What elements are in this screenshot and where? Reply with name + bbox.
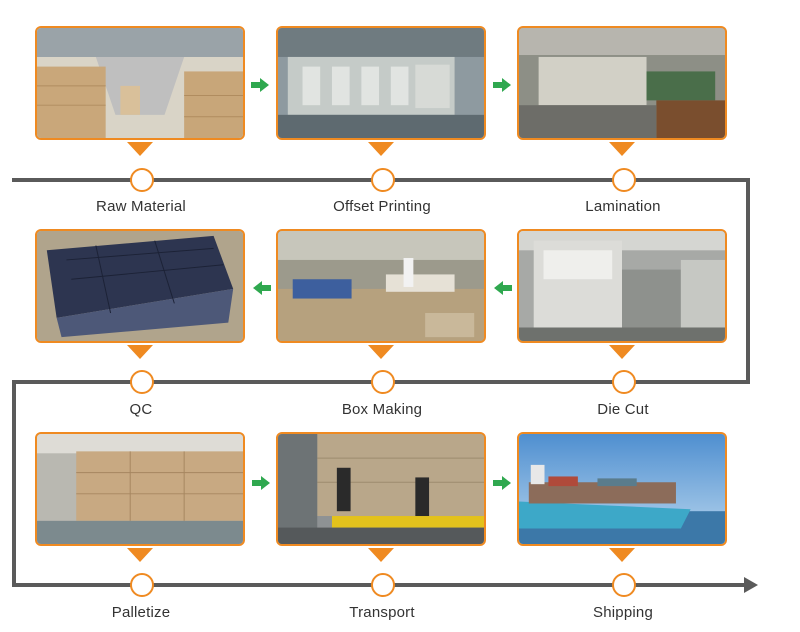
photo-palletize <box>35 432 245 546</box>
label-transport: Transport <box>349 604 415 621</box>
photo-lamination <box>517 26 727 140</box>
green-arrow-right-icon <box>251 78 269 92</box>
label-palletize: Palletize <box>111 604 171 621</box>
label-box-making: Box Making <box>341 401 423 418</box>
green-arrow-right-icon <box>252 476 270 490</box>
node-raw-material <box>130 168 154 192</box>
green-arrow-left-icon <box>253 281 271 295</box>
node-die-cut <box>612 370 636 394</box>
node-lamination <box>612 168 636 192</box>
photo-die-cut <box>517 229 727 343</box>
photo-qc <box>35 229 245 343</box>
label-die-cut: Die Cut <box>597 401 649 418</box>
pointer-palletize <box>127 548 153 562</box>
pointer-qc <box>127 345 153 359</box>
photo-box-making <box>276 229 486 343</box>
photo-transport <box>276 432 486 546</box>
label-lamination: Lamination <box>585 198 661 215</box>
pointer-lamination <box>609 142 635 156</box>
node-shipping <box>612 573 636 597</box>
pointer-transport <box>368 548 394 562</box>
label-qc: QC <box>129 401 153 418</box>
pointer-raw-material <box>127 142 153 156</box>
label-raw-material: Raw Material <box>96 198 186 215</box>
node-offset-printing <box>371 168 395 192</box>
node-box-making <box>371 370 395 394</box>
photo-shipping <box>517 432 727 546</box>
green-arrow-right-icon <box>493 476 511 490</box>
photo-offset-printing <box>276 26 486 140</box>
pointer-box-making <box>368 345 394 359</box>
node-transport <box>371 573 395 597</box>
node-palletize <box>130 573 154 597</box>
label-offset-printing: Offset Printing <box>333 198 431 215</box>
pointer-shipping <box>609 548 635 562</box>
node-qc <box>130 370 154 394</box>
photo-raw-material <box>35 26 245 140</box>
green-arrow-right-icon <box>493 78 511 92</box>
pointer-die-cut <box>609 345 635 359</box>
end-arrowhead-icon <box>744 577 758 593</box>
label-shipping: Shipping <box>593 604 653 621</box>
green-arrow-left-icon <box>494 281 512 295</box>
pointer-offset-printing <box>368 142 394 156</box>
